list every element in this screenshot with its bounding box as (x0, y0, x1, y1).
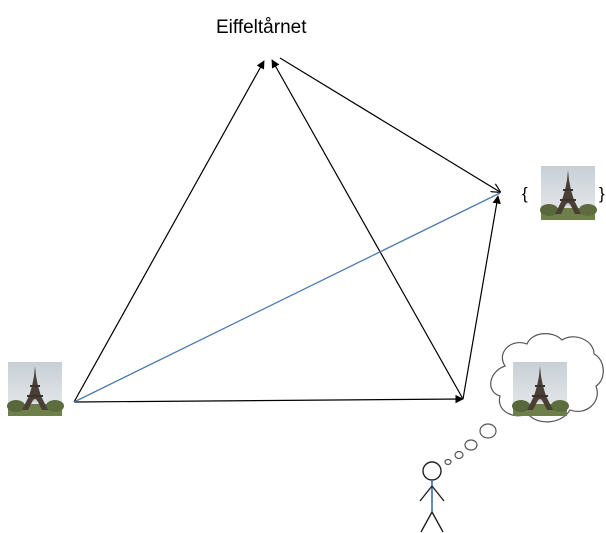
edge-bottom-right-to-right (462, 195, 501, 400)
diagram-title: Eiffeltårnet (216, 17, 307, 38)
set-close-brace: } (599, 184, 605, 203)
eiffel-tower-photo-icon (540, 166, 597, 220)
edge-bottom-right-to-top (271, 59, 464, 400)
stick-figure-icon (419, 461, 445, 533)
edge-top-to-right (279, 57, 500, 192)
edge-left-to-right-highlight (73, 192, 501, 403)
edge-left-to-bottom-right (73, 394, 464, 404)
set-open-brace: { (522, 184, 528, 203)
edge-left-to-top (73, 60, 265, 403)
eiffel-tower-photo-icon (7, 362, 64, 416)
eiffel-tower-photo-icon (512, 362, 569, 416)
